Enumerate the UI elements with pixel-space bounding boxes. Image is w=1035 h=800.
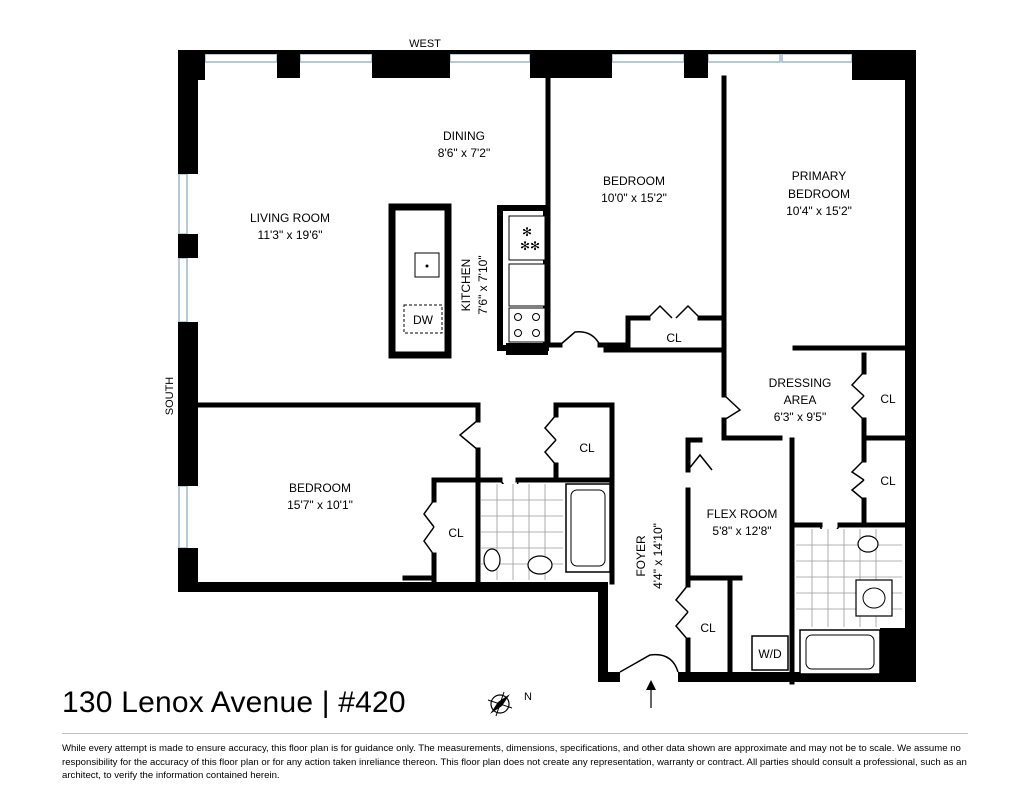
divider — [62, 733, 968, 734]
washer-dryer: W/D — [751, 635, 789, 671]
floor-plan: DW ✻ ✻✻ — [164, 38, 916, 717]
counter-segment — [508, 263, 546, 307]
snowflake-icon: ✻✻ — [520, 239, 540, 253]
south-label: SOUTH — [164, 377, 176, 416]
closet-door-dressing2 — [850, 459, 865, 501]
disclaimer-text: While every attempt is made to ensure ac… — [62, 743, 967, 781]
living-room-dims: 11'3" x 19'6" — [258, 228, 323, 242]
dining-dims: 8'6" x 7'2" — [438, 146, 490, 160]
kitchen-counter: ✻ ✻✻ — [497, 205, 549, 355]
closet-label-dressing1: CL — [880, 392, 896, 406]
primary-bedroom-dims: 10'4" x 15'2" — [786, 204, 852, 218]
closet-door-bedroom2 — [647, 304, 701, 319]
entry-door — [619, 653, 679, 673]
dishwasher-label: DW — [413, 313, 434, 327]
dining-name: DINING — [443, 129, 485, 143]
interior-walls — [195, 75, 908, 685]
closet-label-bedroom1: CL — [448, 526, 464, 540]
north-label: N — [524, 691, 532, 703]
living-room-name: LIVING ROOM — [250, 211, 330, 225]
west-label: WEST — [409, 38, 441, 50]
primary-bedroom-name-1: PRIMARY — [792, 169, 846, 183]
kitchen-name: KITCHEN — [459, 259, 473, 312]
primary-bedroom-name-2: BEDROOM — [788, 187, 850, 201]
door-flex — [687, 453, 713, 471]
bathtub — [799, 629, 881, 675]
closet-door-hall — [544, 414, 557, 466]
toilet — [483, 548, 501, 572]
property-title: 130 Lenox Avenue | #420 — [62, 686, 406, 719]
flex-room-name: FLEX ROOM — [707, 507, 778, 521]
washer-dryer-label: W/D — [758, 647, 782, 661]
closet-door-dressing1 — [850, 371, 865, 421]
dressing-area-dims: 6'3" x 9'5" — [774, 410, 826, 424]
sink-icon — [414, 252, 440, 278]
bathroom-2 — [796, 529, 902, 675]
dishwasher — [403, 304, 443, 334]
flex-room-dims: 5'8" x 12'8" — [712, 524, 771, 538]
closet-label-bedroom2: CL — [666, 331, 682, 345]
doors — [423, 304, 865, 673]
compass-icon — [487, 691, 513, 717]
vanity-sink — [527, 555, 553, 575]
closet-door-bedroom1 — [423, 499, 435, 556]
closet-label-hall: CL — [579, 441, 595, 455]
closet-label-dressing2: CL — [880, 474, 896, 488]
exterior-walls — [178, 50, 916, 682]
kitchen-dims: 7'6" x 7'10" — [476, 255, 490, 314]
bathtub — [565, 483, 611, 573]
toilet — [857, 535, 879, 553]
door-bedroom1 — [458, 419, 479, 451]
cooktop — [508, 307, 546, 343]
bathroom-1 — [481, 483, 611, 580]
door-bedroom2 — [559, 331, 601, 346]
refrigerator — [508, 215, 546, 261]
bedroom-2-name: BEDROOM — [603, 174, 665, 188]
dressing-area-name-1: DRESSING — [769, 376, 832, 390]
bedroom-1-dims: 15'7" x 10'1" — [287, 498, 353, 512]
snowflake-icon: ✻ — [522, 225, 532, 239]
door-primary — [723, 394, 742, 421]
kitchen-island: DW — [388, 203, 452, 359]
bedroom-2-dims: 10'0" x 15'2" — [601, 191, 667, 205]
closet-door-flex — [674, 584, 689, 641]
foyer-name: FOYER — [634, 535, 648, 577]
closet-label-flex: CL — [700, 621, 716, 635]
dressing-area-name-2: AREA — [784, 393, 817, 407]
entry-arrow-icon — [646, 680, 656, 708]
bedroom-1-name: BEDROOM — [289, 481, 351, 495]
foyer-dims: 4'4" x 14'10" — [651, 523, 665, 589]
